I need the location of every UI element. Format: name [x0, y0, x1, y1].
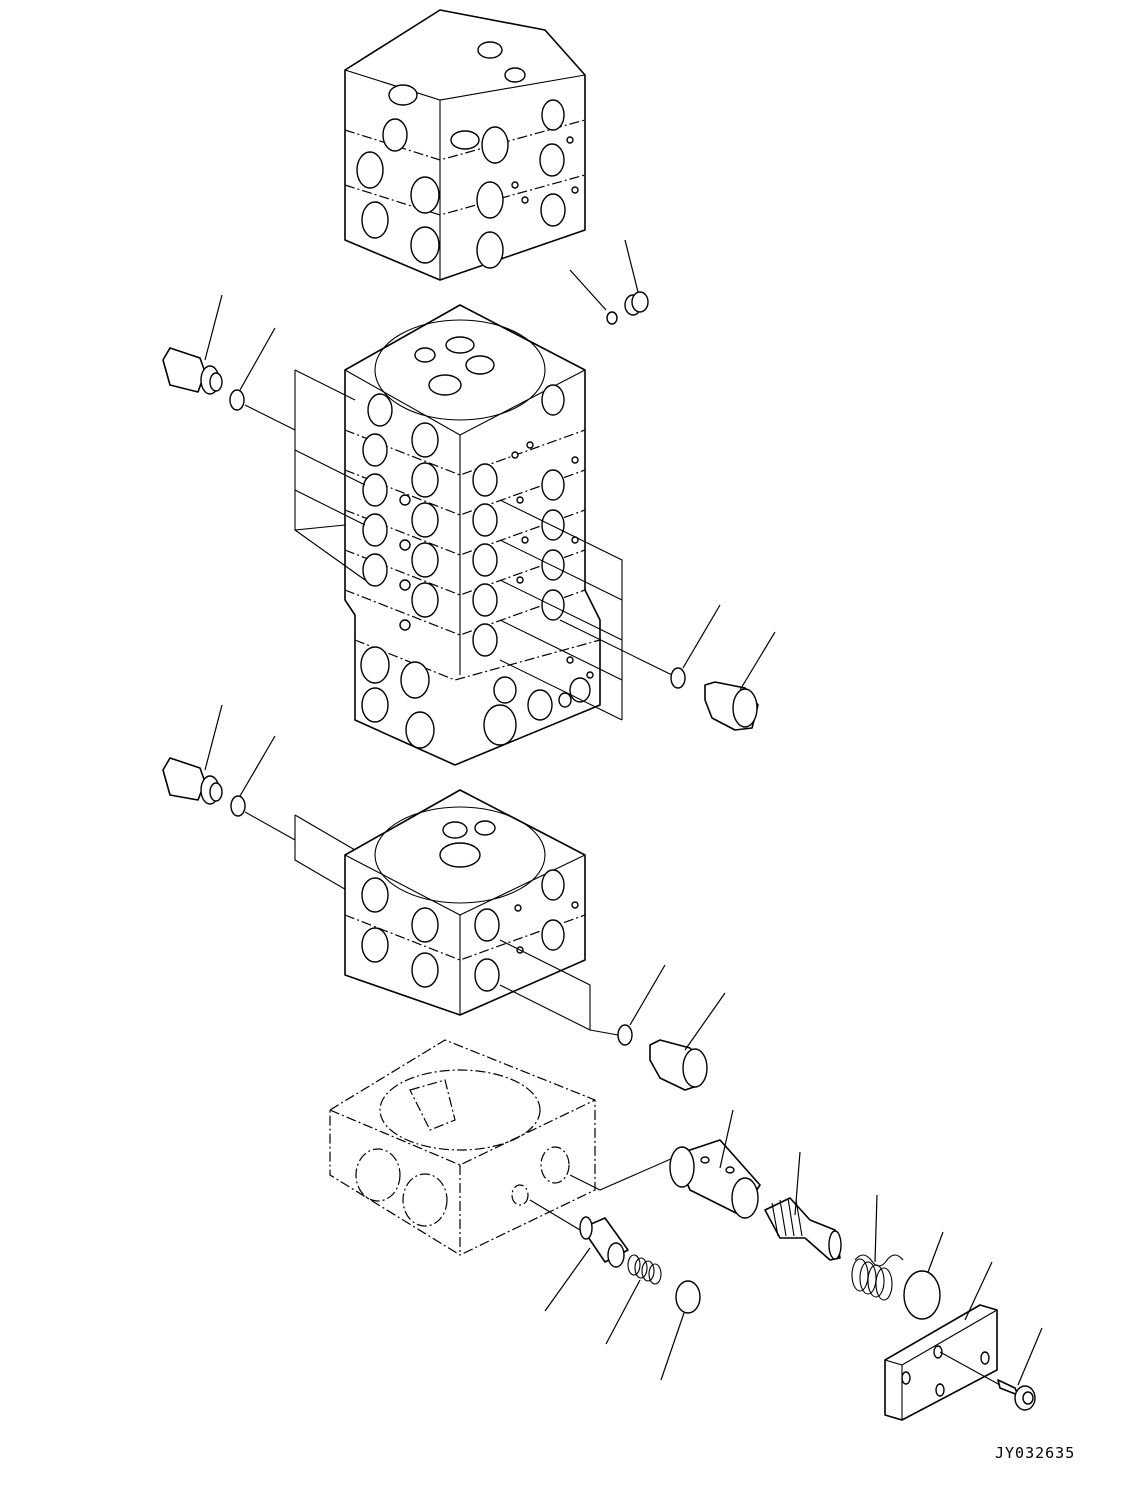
relief-valve-icon: [162, 294, 223, 395]
relief-valve-lower-icon: [162, 704, 223, 805]
spool-sleeve-icon: [669, 1109, 761, 1219]
o-ring-icon: [229, 327, 276, 411]
bracket-lines: [244, 369, 673, 721]
plug-icon: [569, 239, 649, 325]
relief-valve-bottom-icon: [589, 964, 726, 1091]
cover-plate-icon: [884, 1261, 1001, 1421]
top-end-cover-icon: [344, 9, 586, 281]
o-ring-lower-icon: [230, 735, 356, 896]
poppet-icon: [764, 1151, 842, 1261]
reference-code: JY032635: [995, 1444, 1076, 1462]
spring-icon: [851, 1194, 904, 1301]
small-sleeve-icon: [544, 1216, 629, 1312]
relief-valve-right-icon: [670, 604, 776, 731]
lower-valve-section-icon: [344, 789, 591, 1031]
o-ring-cover-icon: [903, 1231, 944, 1320]
inlet-block-icon: [329, 1039, 681, 1256]
main-valve-stack-icon: [344, 304, 601, 766]
small-o-ring-icon: [660, 1280, 701, 1381]
bolt-icon: [997, 1327, 1043, 1411]
small-spring-icon: [605, 1254, 662, 1345]
